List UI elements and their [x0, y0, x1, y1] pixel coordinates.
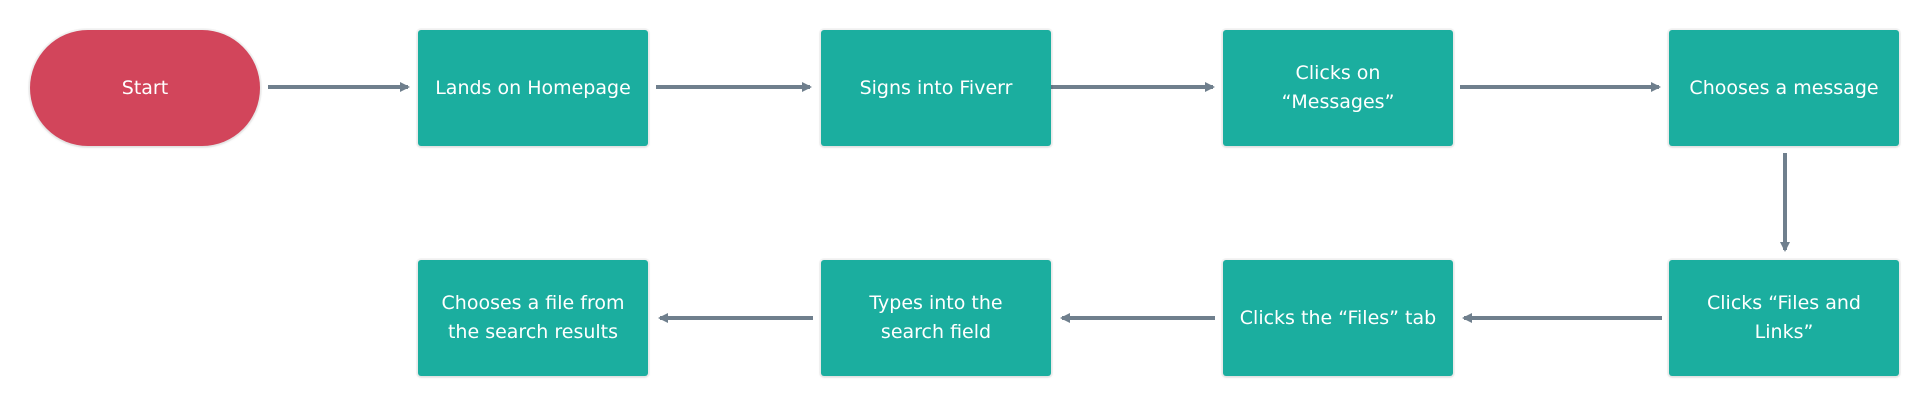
clicks-files-tab-node: Clicks the “Files” tab: [1223, 260, 1453, 376]
signs-into-fiverr-node: Signs into Fiverr: [821, 30, 1051, 146]
clicks-files-tab-label: Clicks the “Files” tab: [1239, 306, 1437, 329]
start-node-label: Start: [121, 76, 169, 99]
chooses-message-node: Chooses a message: [1669, 30, 1899, 146]
lands-on-homepage-label: Lands on Homepage: [435, 76, 631, 99]
signs-into-fiverr-label: Signs into Fiverr: [859, 76, 1013, 99]
start-node: Start: [30, 30, 260, 146]
chooses-file-label: Chooses a file from the search results: [441, 292, 625, 343]
clicks-files-links-node: Clicks “Files and Links”: [1669, 260, 1899, 376]
clicks-files-links-label: Clicks “Files and Links”: [1707, 292, 1861, 343]
clicks-messages-node: Clicks on “Messages”: [1223, 30, 1453, 146]
lands-on-homepage-node: Lands on Homepage: [418, 30, 648, 146]
types-search-label: Types into the search field: [869, 292, 1003, 343]
chooses-message-label: Chooses a message: [1689, 76, 1879, 99]
clicks-messages-label: Clicks on “Messages”: [1281, 62, 1395, 113]
types-search-node: Types into the search field: [821, 260, 1051, 376]
chooses-file-node: Chooses a file from the search results: [418, 260, 648, 376]
